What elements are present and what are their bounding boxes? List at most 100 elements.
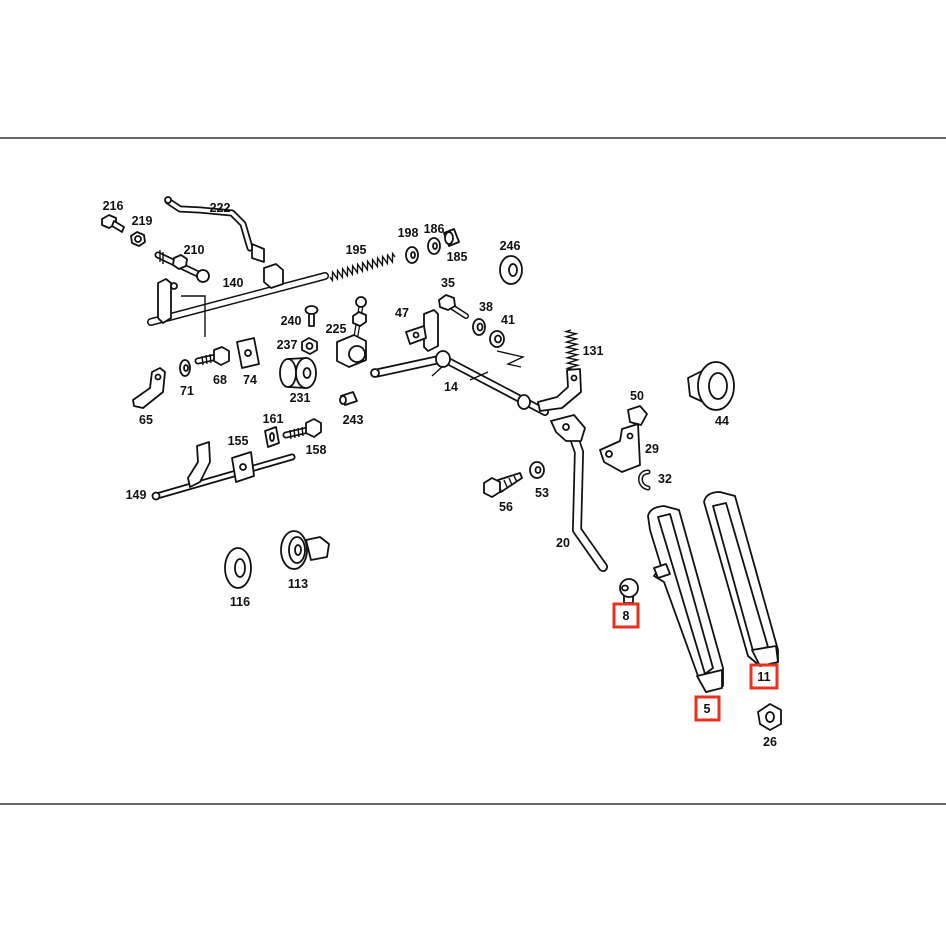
clip-fill (639, 471, 649, 489)
label-68: 68 (213, 373, 227, 387)
arm-fill (568, 428, 607, 571)
washer-hole (494, 334, 502, 344)
label-35: 35 (441, 276, 455, 290)
lever-clamp (435, 350, 451, 368)
label-71: 71 (180, 384, 194, 398)
rod-thread (159, 250, 164, 264)
label-131: 131 (583, 344, 604, 358)
label-225: 225 (326, 322, 347, 336)
bracket-hole (412, 331, 420, 339)
part-26-clip (757, 703, 782, 731)
shaft-clip (263, 263, 284, 289)
part-14-lever (370, 350, 549, 416)
washer-hole (410, 251, 416, 259)
cable-connector (251, 243, 265, 263)
cable-fill (166, 199, 252, 250)
pedal-tab (696, 669, 723, 693)
clip-hole (765, 711, 775, 723)
part-231-drum (279, 357, 317, 389)
label-14: 14 (444, 380, 458, 394)
part-53-washer (529, 461, 545, 479)
bracket-hole (626, 432, 634, 440)
pin-end (339, 395, 347, 405)
label-56: 56 (499, 500, 513, 514)
part-246-washer (499, 255, 523, 285)
washer-hole (183, 364, 189, 372)
bolt-shank-fill (450, 305, 468, 318)
pedal-groove (657, 513, 714, 675)
part-68-bolt (194, 346, 230, 366)
label-116: 116 (230, 595, 250, 609)
part-47-bracket (405, 309, 439, 352)
rod-lever (187, 441, 211, 488)
label-74: 74 (243, 373, 257, 387)
shaft-bracket (157, 278, 172, 324)
label-161: 161 (263, 412, 284, 426)
label-65: 65 (139, 413, 153, 427)
joint-socket (348, 345, 366, 363)
part-29-bracket (599, 423, 641, 473)
washer-hole (508, 263, 518, 277)
lever-rod-fill (374, 355, 449, 376)
label-5: 5 (704, 702, 711, 716)
rod-end (151, 491, 161, 501)
part-56-screw (483, 472, 523, 498)
label-20: 20 (556, 536, 570, 550)
shaft-fill (148, 273, 328, 325)
part-149-rod (151, 441, 296, 501)
label-155: 155 (228, 434, 249, 448)
pedal-hook (653, 563, 671, 579)
washer-hole (476, 322, 484, 332)
bolt-head (438, 294, 456, 311)
label-243: 243 (343, 413, 364, 427)
part-155-bracket (231, 451, 255, 483)
label-246: 246 (500, 239, 521, 253)
label-41: 41 (501, 313, 515, 327)
washer-hole (534, 466, 542, 474)
label-47: 47 (395, 306, 409, 320)
bolt-shank (111, 220, 125, 233)
part-186-washer (427, 237, 441, 255)
part-71-washer (179, 359, 191, 377)
spring-coil (563, 329, 581, 373)
part-35-bolt (438, 294, 469, 319)
part-195-spring (329, 251, 396, 283)
leader-line (431, 365, 489, 381)
bolt-head (213, 346, 230, 366)
label-26: 26 (763, 735, 777, 749)
part-210-ball-rod (154, 250, 210, 283)
ball-hole (621, 584, 629, 592)
clip-slot (269, 432, 275, 442)
washer-hole (432, 242, 438, 250)
bracket-hole (154, 373, 162, 381)
label-185: 185 (447, 250, 468, 264)
arm-pivot (562, 423, 570, 431)
label-113: 113 (288, 577, 308, 591)
part-20-pedal-arm (550, 414, 608, 572)
cap-end (444, 231, 454, 245)
label-11: 11 (757, 670, 770, 684)
part-161-clip (264, 426, 280, 448)
part-185-cap (443, 228, 460, 247)
label-53: 53 (535, 486, 549, 500)
label-210: 210 (184, 243, 205, 257)
rod-nut (172, 254, 188, 270)
nut-hole (305, 342, 314, 350)
label-149: 149 (126, 488, 147, 502)
part-237-nut (301, 337, 318, 355)
bushing-hole (294, 544, 302, 556)
arm-hole (570, 374, 578, 382)
part-11-pedal-pad (703, 491, 779, 667)
part-44-rubber-stop (687, 361, 735, 411)
label-240: 240 (281, 314, 302, 328)
rod-ball (196, 269, 210, 283)
part-113-bushing (280, 530, 330, 570)
bushing-stub (305, 536, 330, 561)
label-231: 231 (290, 391, 311, 405)
part-222-cable (164, 196, 265, 263)
nut-hole (134, 235, 142, 243)
part-74-plate (236, 337, 260, 369)
label-38: 38 (479, 300, 493, 314)
